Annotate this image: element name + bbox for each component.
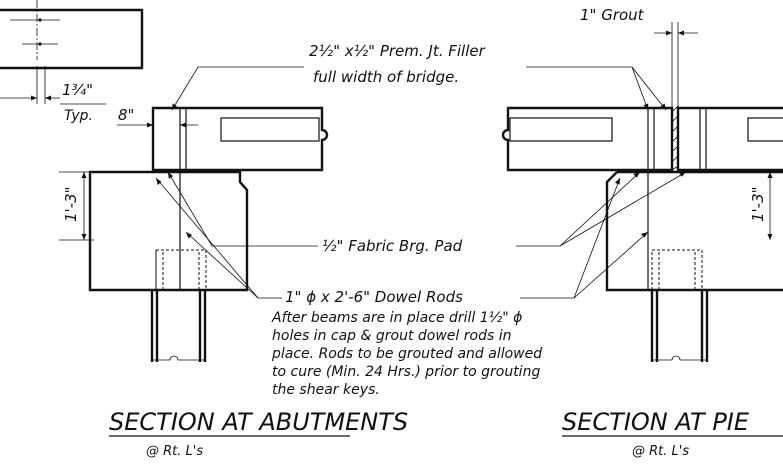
note-line-2: holes in cap & grout dowel rods in [272,328,511,344]
abutment-piles [150,290,207,362]
note-line-1: After beams are in place drill 1½" ϕ [271,310,522,326]
pad-label: ½" Fabric Brg. Pad [322,237,463,255]
dim-8-inch [117,110,198,160]
drill-note: After beams are in place drill 1½" ϕ hol… [271,310,542,398]
dim-1-3-left-label: 1'-3" [62,186,80,222]
grout-joint [671,105,679,171]
note-line-3: place. Rods to be grouted and allowed [271,346,542,362]
dim-1-3-left [59,171,94,241]
dim-1-3-4-label: 1¾" [62,81,93,99]
dim-8-label: 8" [118,106,134,124]
grout-dim [654,22,698,108]
pier-piles [650,290,709,362]
dowel-leaders [155,177,649,299]
title-piers: SECTION AT PIE @ Rt. L's [562,408,783,459]
title-piers-sub: @ Rt. L's [632,444,689,459]
filler-label-line1: 2½" x½" Prem. Jt. Filler [309,42,486,60]
abutment-beam [151,106,329,172]
title-piers-text: SECTION AT PIE [562,408,750,436]
beam-end-detail [0,0,144,105]
dim-1-3-right [767,172,773,240]
grout-label: 1" Grout [580,6,645,24]
title-abutments-text: SECTION AT ABUTMENTS [109,408,408,436]
pier-cap [605,170,783,292]
note-line-5: the shear keys. [272,382,380,398]
typ-label: Typ. [64,108,93,124]
filler-leaders [171,66,667,111]
pier-beam-left [501,106,674,172]
dim-1-3-right-label: 1'-3" [749,186,767,222]
pier-beam-right [676,106,783,172]
filler-label-line2: full width of bridge. [313,68,459,86]
pad-leaders [167,171,687,247]
note-line-4: to cure (Min. 24 Hrs.) prior to grouting [272,364,540,380]
dowel-label: 1" ϕ x 2'-6" Dowel Rods [285,288,463,306]
title-abutments-sub: @ Rt. L's [146,444,203,459]
title-abutments: SECTION AT ABUTMENTS @ Rt. L's [109,408,408,459]
abutment-cap [88,169,249,292]
